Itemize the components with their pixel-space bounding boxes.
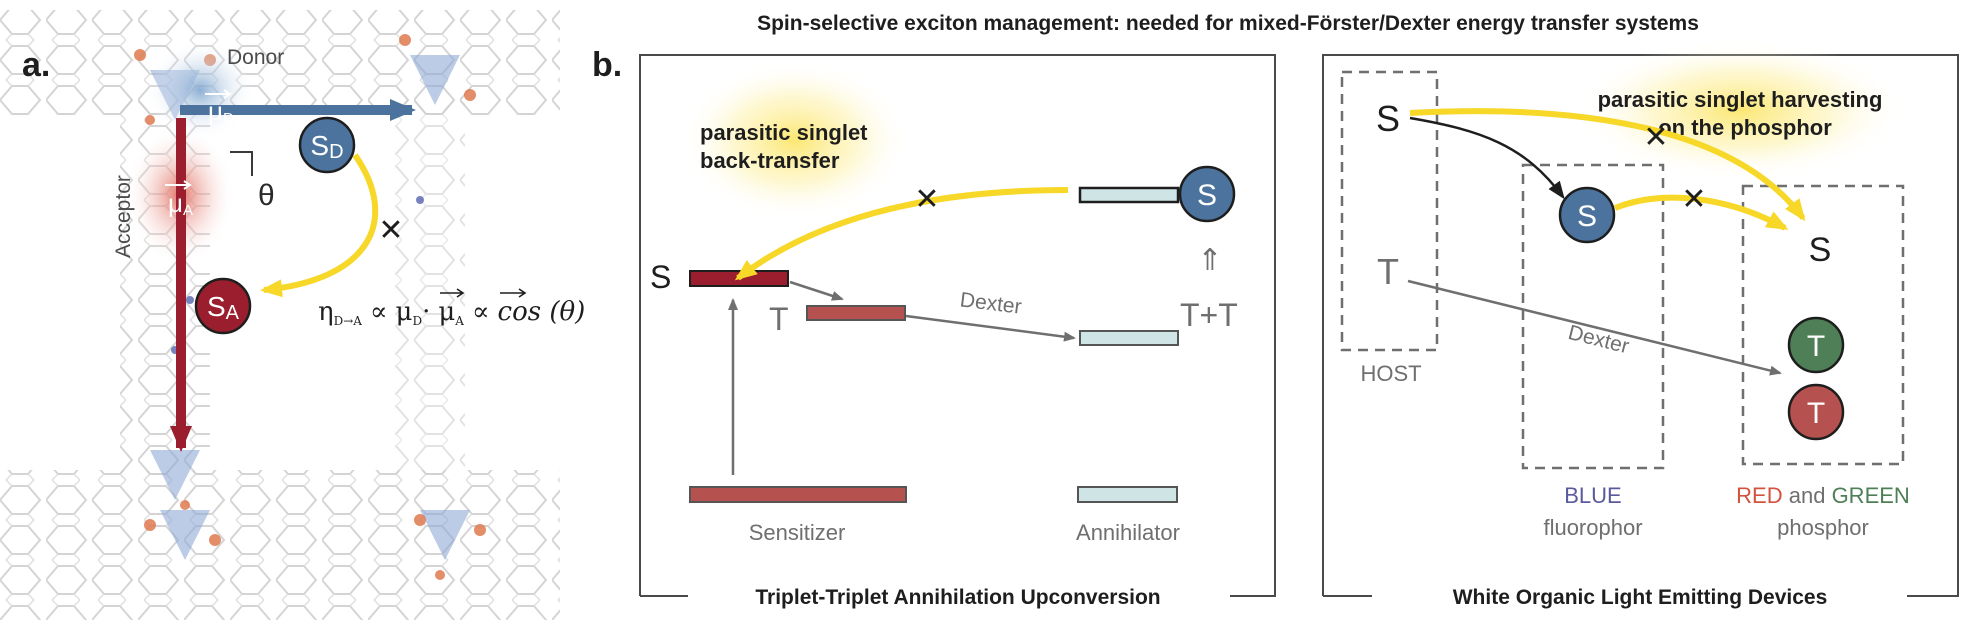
back-transfer-arrow (734, 187, 1069, 281)
ttau-caption: Triplet-Triplet Annihilation Upconversio… (755, 586, 1160, 609)
sd-state-circle: SD (298, 116, 356, 174)
sensitizer-triplet-level (806, 305, 906, 321)
annihilator-triplet-level (1079, 330, 1179, 346)
annihilator-s-circle: S (1178, 165, 1236, 223)
woled-caption: White Organic Light Emitting Devices (1453, 586, 1828, 609)
blocked-cross-a: ✕ (378, 214, 403, 247)
woled-dexter-label: Dexter (1566, 321, 1632, 358)
blue-label: BLUE (1564, 483, 1621, 508)
host-label: HOST (1360, 361, 1421, 386)
blue-s-circle: S (1558, 186, 1616, 244)
theta-label: θ (258, 179, 275, 212)
panel-a-label: a. (22, 46, 50, 84)
green-t-circle: T (1787, 316, 1845, 374)
isc-arrow (789, 280, 844, 301)
mu-a-label: μA (165, 180, 193, 219)
right-angle-mark (230, 151, 253, 176)
woled-panel: White Organic Light Emitting Devices par… (1322, 40, 1959, 609)
annihilator-label: Annihilator (1076, 520, 1180, 545)
red-t-circle: T (1787, 383, 1845, 441)
ttau-parasitic-line2: back-transfer (700, 148, 840, 173)
svg-text:SD: SD (310, 130, 343, 163)
svg-text:μD: μD (208, 96, 234, 127)
svg-text:μA: μA (168, 188, 193, 219)
phosphor-label: phosphor (1777, 515, 1869, 540)
dexter-arrow-woled (1407, 279, 1782, 376)
panel-b-label: b. (592, 46, 622, 84)
woled-parasitic-line2: on the phosphor (1658, 115, 1832, 140)
t-plus-t-label: T+T (1180, 297, 1238, 333)
orientation-factor-equation: ηD→A∝μD·μA∝cos (θ) (318, 288, 585, 328)
fluorophor-label: fluorophor (1543, 515, 1642, 540)
woled-parasitic-line1: parasitic singlet harvesting (1598, 87, 1883, 112)
blocked-cross-woled-1: ✕ (1643, 121, 1668, 154)
mu-d-label: μD (205, 89, 234, 127)
host-s-label: S (1376, 98, 1400, 139)
fret-transfer-arrow (260, 153, 379, 298)
ttau-parasitic-line1: parasitic singlet (700, 120, 868, 145)
annihilator-singlet-level (1078, 186, 1180, 204)
svg-text:SA: SA (207, 291, 240, 324)
ttau-s-label: S (650, 259, 671, 295)
donor-label: Donor (227, 46, 284, 69)
figure-title: Spin-selective exciton management: neede… (757, 12, 1699, 35)
ttau-panel: Triplet-Triplet Annihilation Upconversio… (639, 54, 1276, 609)
host-t-label: T (1377, 251, 1399, 292)
annihilator-ground-level (1077, 486, 1178, 503)
blocked-cross-woled-2: ✕ (1681, 183, 1706, 216)
blue-to-phosphor-singlet-arrow (1613, 194, 1789, 231)
ttau-glow (680, 60, 910, 220)
sensitizer-ground-level (689, 486, 907, 503)
host-to-blue-arrow (1409, 116, 1565, 200)
svg-text:S: S (1577, 200, 1597, 233)
ttau-dexter-label: Dexter (959, 288, 1023, 318)
svg-text:T: T (1807, 397, 1825, 430)
sa-state-circle: SA (194, 277, 252, 335)
svg-text:ηD→A∝μD·μA∝cos (θ): ηD→A∝μD·μA∝cos (θ) (318, 297, 585, 328)
ttau-t-label: T (769, 301, 789, 337)
dexter-arrow-ttau (905, 314, 1076, 342)
panel-a: a. Donor Acceptor μD μA θ SD ✕ (0, 10, 585, 620)
host-to-phosphor-singlet-arrow (1409, 108, 1806, 222)
phosphor-dashed-box (1741, 184, 1905, 466)
sensitizer-label: Sensitizer (749, 520, 846, 545)
phosphor-s-label: S (1809, 231, 1832, 269)
blue-fluorophor-dashed-box (1521, 163, 1665, 470)
red-green-label: RED and GREEN (1736, 483, 1910, 508)
woled-glow (1575, 40, 1905, 180)
svg-text:S: S (1197, 179, 1217, 212)
acceptor-label: Acceptor (112, 175, 135, 258)
svg-text:T: T (1807, 330, 1825, 363)
blocked-cross-ttau: ✕ (914, 183, 939, 216)
upconversion-double-arrow: ⇑ (1197, 244, 1222, 277)
